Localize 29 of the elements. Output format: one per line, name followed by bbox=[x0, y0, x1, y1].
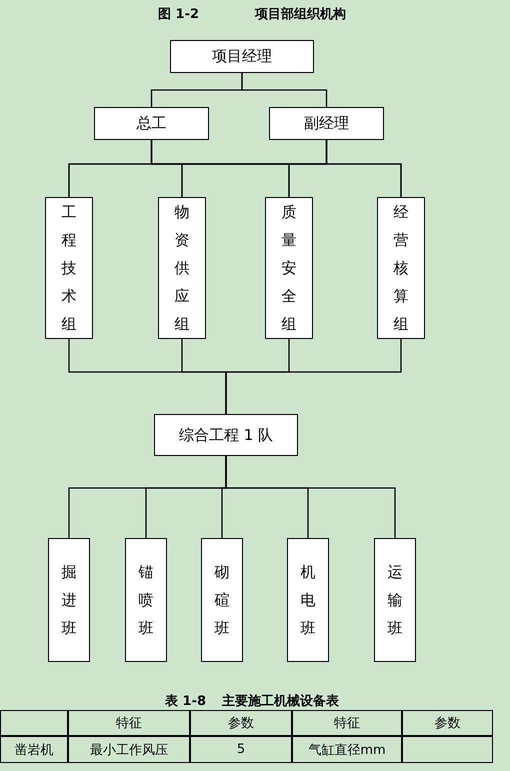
org-box: 工程技术组 bbox=[45, 197, 93, 339]
table-cell: 5 bbox=[190, 736, 292, 763]
table-cell: 特征 bbox=[68, 710, 190, 736]
table-cell: 凿岩机 bbox=[0, 736, 68, 763]
org-box: 机电班 bbox=[287, 538, 329, 662]
org-box: 项目经理 bbox=[170, 40, 314, 73]
caption-text: 项目部组织机构 bbox=[255, 6, 346, 23]
connector-line bbox=[326, 140, 402, 197]
org-box: 副经理 bbox=[269, 107, 384, 140]
connector-line bbox=[241, 73, 328, 107]
org-box: 物资供应组 bbox=[158, 197, 206, 339]
table-cell: 参数 bbox=[190, 710, 292, 736]
org-box: 总工 bbox=[94, 107, 209, 140]
org-box: 掘进班 bbox=[48, 538, 90, 662]
org-box: 经营核算组 bbox=[377, 197, 425, 339]
org-box: 锚喷班 bbox=[125, 538, 167, 662]
table-cell: 参数 bbox=[402, 710, 493, 736]
connector-line bbox=[225, 339, 402, 414]
org-box: 运输班 bbox=[374, 538, 416, 662]
table-cell: 气缸直径mm bbox=[292, 736, 402, 763]
caption-text: 主要施工机械设备表 bbox=[222, 692, 339, 710]
org-box: 综合工程 1 队 bbox=[154, 414, 298, 456]
org-box: 砌碹班 bbox=[201, 538, 243, 662]
table-cell: 最小工作风压 bbox=[68, 736, 190, 763]
table-cell: 特征 bbox=[292, 710, 402, 736]
org-box: 质量安全组 bbox=[265, 197, 313, 339]
caption-text: 表 1-8 bbox=[165, 693, 206, 710]
connector-line bbox=[225, 456, 396, 538]
caption-text: 图 1-2 bbox=[158, 6, 200, 23]
